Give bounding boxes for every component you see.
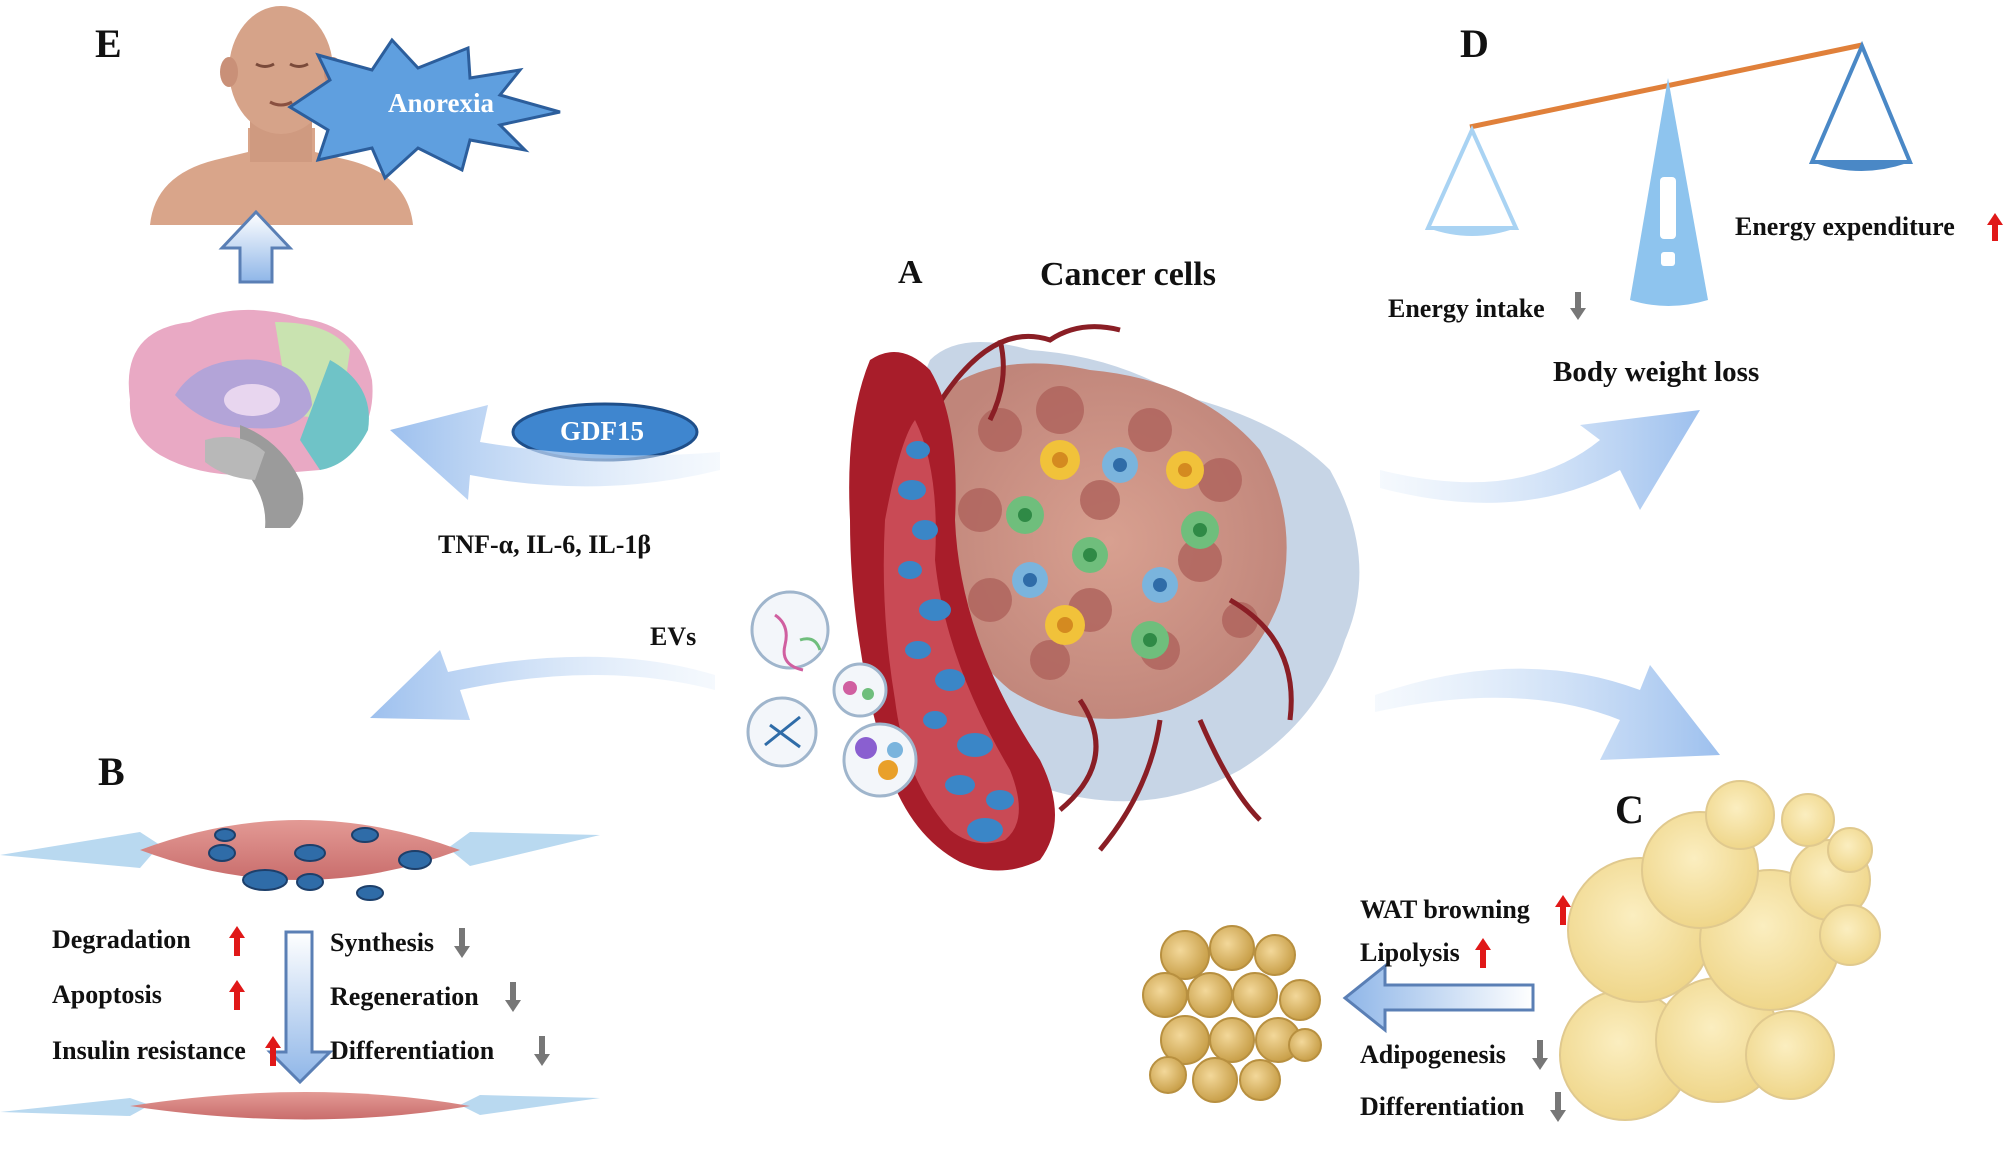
panel-a-letter: A: [898, 254, 923, 291]
synthesis-label: Synthesis: [330, 928, 435, 957]
evs-label: EVs: [650, 622, 697, 651]
down-arrow-icon: [454, 928, 470, 958]
apoptosis-label: Apoptosis: [52, 980, 162, 1009]
down-arrow-icon: [1550, 1092, 1566, 1122]
down-arrow-icon: [1532, 1040, 1548, 1070]
fat-shrink-arrow: [1342, 962, 1535, 1034]
panel-b-letter: B: [98, 749, 125, 794]
flow-to-brain-arrow: [390, 405, 720, 500]
differentiation-fat-label: Differentiation: [1360, 1092, 1525, 1121]
panel-d-letter: D: [1460, 21, 1489, 66]
tumor-icon: [900, 324, 1360, 852]
adipocytes-small-icon: [1142, 925, 1322, 1103]
flow-to-muscle-arrow: [370, 650, 715, 720]
up-arrow-icon: [229, 926, 245, 956]
muscle-healthy-icon: [0, 820, 600, 901]
differentiation-muscle-label: Differentiation: [330, 1036, 495, 1065]
down-arrow-icon: [534, 1036, 550, 1066]
up-arrow-icon: [265, 1036, 281, 1066]
flow-to-scale-arrow: [1380, 410, 1700, 510]
gdf15-label: GDF15: [560, 416, 644, 446]
brain-icon: [128, 309, 373, 528]
adipogenesis-label: Adipogenesis: [1360, 1040, 1506, 1069]
muscle-wasted-icon: [0, 1092, 600, 1120]
cytokines-label: TNF-α, IL-6, IL-1β: [438, 530, 652, 559]
down-arrow-icon: [1570, 292, 1586, 320]
down-arrow-icon: [505, 982, 521, 1012]
regeneration-label: Regeneration: [330, 982, 479, 1011]
muscle-wasting-arrow: [266, 930, 334, 1085]
up-arrow-icon: [229, 980, 245, 1010]
adipocytes-large-icon: [1559, 780, 1881, 1121]
up-arrow-icon: [1475, 938, 1491, 968]
anorexia-label: Anorexia: [388, 88, 494, 118]
extracellular-vesicles-icon: [746, 590, 918, 798]
panel-e-letter: E: [95, 21, 122, 66]
flow-to-fat-arrow: [1375, 665, 1720, 760]
degradation-label: Degradation: [52, 925, 191, 954]
up-arrow-icon: [1555, 895, 1571, 925]
wat-browning-label: WAT browning: [1360, 895, 1530, 924]
lipolysis-label: Lipolysis: [1360, 938, 1460, 967]
insulin-resistance-label: Insulin resistance: [52, 1036, 246, 1065]
energy-intake-label: Energy intake: [1388, 294, 1545, 323]
body-weight-loss-label: Body weight loss: [1553, 356, 1760, 388]
anorexia-burst-icon: [287, 37, 561, 181]
energy-expenditure-label: Energy expenditure: [1735, 212, 1955, 241]
up-arrow-icon: [1987, 213, 2003, 241]
panel-c-letter: C: [1615, 787, 1644, 832]
brain-to-person-arrow: [218, 209, 294, 284]
cancer-cells-label: Cancer cells: [1040, 256, 1216, 293]
balance-scale-icon: [1424, 40, 1913, 306]
